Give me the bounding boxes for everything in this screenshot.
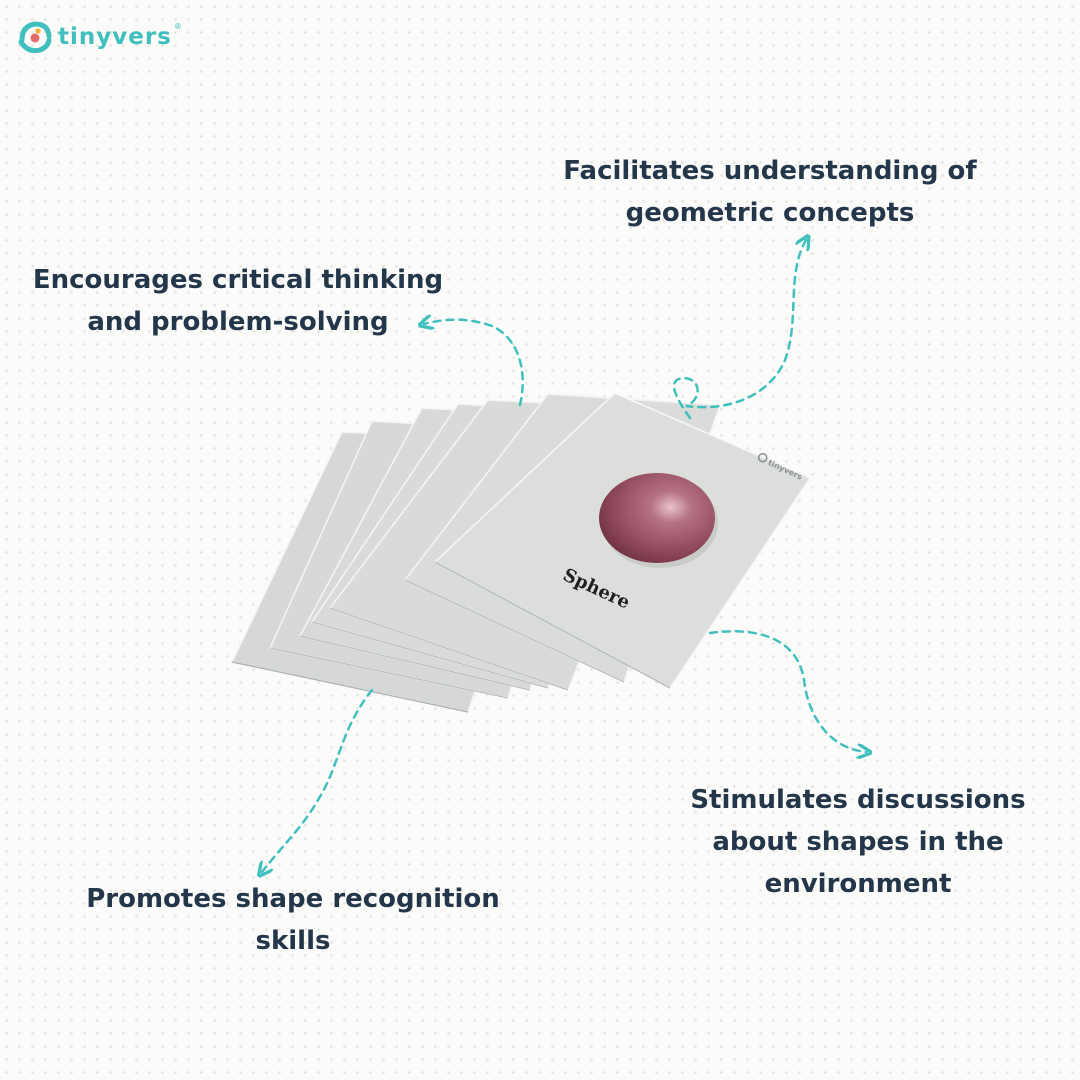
card-edge [311,621,549,689]
callout-line: Facilitates understanding of [563,156,977,186]
card-edge [434,561,671,689]
arrow-to-critical [424,320,524,407]
callout-critical-thinking: Encourages critical thinking and problem… [10,259,466,343]
callout-line: skills [255,926,331,956]
callout-line: Encourages critical thinking [32,265,444,295]
callout-geometric-concepts: Facilitates understanding of geometric c… [540,150,1000,234]
tinyvers-logo-icon [18,21,52,54]
card-stack [230,392,812,713]
arrows [262,240,866,872]
callout-line: and problem-solving [87,307,389,337]
callout-line: geometric concepts [625,198,915,228]
arrow-to-stimulates [708,630,866,752]
callout-stimulates-discussions: Stimulates discussions about shapes in t… [660,779,1056,905]
callout-line: environment [764,869,952,899]
callout-line: about shapes in the [712,827,1004,857]
callout-shape-recognition: Promotes shape recognition skills [60,878,526,962]
sphere-image [599,473,715,563]
arrow-to-promotes [262,688,374,872]
arrow-to-geometric [672,240,806,420]
brand-logo: tinyvers ® [18,20,182,54]
registered-mark: ® [173,22,182,31]
callout-line: Promotes shape recognition [86,884,500,914]
card-edge [404,579,625,683]
card-edge [329,607,569,691]
card-edge [269,647,509,699]
card-edge [231,661,469,713]
card-logo-icon [757,452,768,463]
card-edge [299,635,531,691]
logo-text: tinyvers [58,23,172,50]
callout-line: Stimulates discussions [690,785,1026,815]
